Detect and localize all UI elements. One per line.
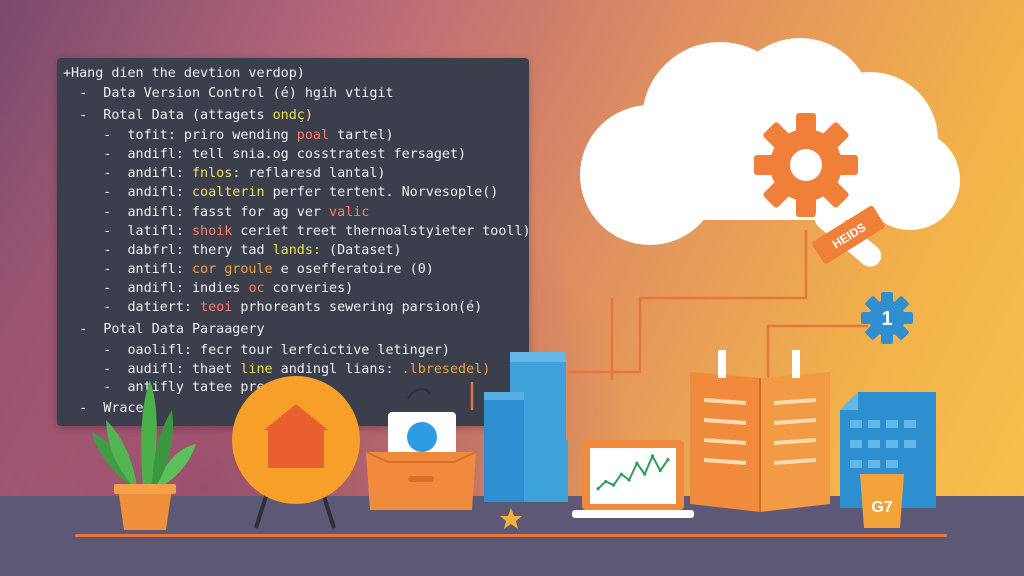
- star-icon: [500, 508, 522, 529]
- chart-point: [650, 454, 655, 458]
- code-text: - audifl: thaet: [63, 362, 241, 377]
- chart-point: [666, 458, 670, 462]
- home-icon: [232, 376, 360, 529]
- code-line: +Hang dien the devtion verdop): [63, 66, 305, 82]
- code-line: - Wrace): [63, 401, 152, 417]
- code-line: - andifl: tell snia.og cosstratest fersa…: [63, 147, 466, 163]
- code-line: - andifl: coalterin perfer tertent. Norv…: [63, 185, 498, 201]
- code-text: - datiert:: [63, 300, 201, 315]
- code-highlight: valic: [329, 205, 370, 220]
- chart-point: [635, 461, 639, 465]
- code-text: - oaolifl: fecr tour lerfcictive letinge…: [63, 343, 450, 358]
- code-text: tartel): [329, 128, 394, 143]
- code-text: - andifl:: [63, 166, 192, 181]
- code-text: - Data Version Control (é) hgih vtigit: [63, 86, 394, 101]
- laptop-icon: [572, 440, 694, 518]
- code-line: - latifl: shoik ceriet treet thernoalsty…: [63, 224, 531, 240]
- code-text: - Potal Data Paraagery: [63, 322, 265, 337]
- chart-point: [658, 468, 662, 473]
- chart-point: [611, 483, 616, 487]
- code-highlight: teoi: [200, 300, 233, 315]
- code-highlight: fnlos: [192, 166, 233, 181]
- code-text: - antifl:: [63, 262, 192, 277]
- floor-line: [75, 534, 947, 537]
- chart-point: [627, 478, 631, 482]
- code-line: - datiert: teoi prhoreants sewering pars…: [63, 300, 482, 316]
- chart-plot: [596, 453, 670, 491]
- code-panel: +Hang dien the devtion verdop) - Data Ve…: [57, 58, 531, 426]
- gear-icon: [754, 113, 858, 217]
- code-text: ceriet treet thernoalstyieter tooll): [232, 224, 531, 239]
- code-line: - Potal Data Paraagery: [63, 322, 265, 338]
- wrench-icon: HEIDS: [812, 205, 885, 267]
- code-text: - latifl:: [63, 224, 192, 239]
- chart-point: [643, 472, 647, 476]
- code-highlight: .lbresedel): [401, 362, 491, 377]
- code-text: corveries): [264, 281, 354, 296]
- code-highlight: lands:: [272, 243, 321, 258]
- code-highlight: poal: [296, 128, 330, 143]
- code-line: - tofit: priro wending poal tartel): [63, 128, 394, 144]
- code-text: +Hang dien the devtion verdop): [63, 66, 305, 81]
- code-text: - andifl: tell snia.og cosstratest fersa…: [63, 147, 467, 162]
- code-text: - andifl:: [63, 185, 192, 200]
- small-gear-icon: 1: [861, 292, 913, 344]
- bar-blocks: [484, 352, 568, 502]
- code-line: - dabfrl: thery tad lands: (Dataset): [63, 243, 402, 259]
- code-text: : reflaresd lantal): [232, 166, 386, 181]
- code-text: - andifl: fasst for ag ver: [63, 205, 330, 220]
- code-text: - andifl: indies: [63, 281, 249, 296]
- code-text: andingl lians:: [272, 362, 402, 377]
- connector-lines: [470, 230, 868, 410]
- code-highlight: oc: [248, 281, 265, 296]
- chart-point: [596, 487, 600, 491]
- code-line: - oaolifl: fecr tour lerfcictive letinge…: [63, 343, 450, 359]
- cup-icon: G7: [860, 474, 904, 528]
- chart-point: [619, 472, 623, 476]
- code-text: - dabfrl: thery tad: [63, 243, 273, 258]
- cup-label: G7: [871, 499, 892, 516]
- plant-icon: [92, 380, 196, 530]
- chart-point: [604, 479, 608, 484]
- code-text: - Wrace): [63, 401, 152, 416]
- book-icon: [690, 350, 830, 512]
- code-text: - Rotal Data (attagets: [63, 108, 273, 123]
- code-line: - Rotal Data (attagets ondç): [63, 108, 313, 124]
- code-highlight: ondç): [272, 108, 313, 123]
- code-line: - audifl: thaet line andingl lians: .lbr…: [63, 362, 490, 378]
- code-text: (Dataset): [320, 243, 402, 258]
- code-line: - antifl: cor groule e osefferatoire (0): [63, 262, 434, 278]
- code-highlight: cor groule: [192, 262, 273, 277]
- code-text: prhoreants sewering parsion(é): [232, 300, 483, 315]
- code-line: - Data Version Control (é) hgih vtigit: [63, 86, 394, 102]
- cloud-icon: [580, 38, 960, 245]
- gear-badge: 1: [881, 308, 892, 330]
- code-line: - andifl: fasst for ag ver valic: [63, 205, 369, 221]
- inbox-icon: [365, 388, 477, 510]
- code-text: - tofit: priro wending: [63, 128, 297, 143]
- code-text: perfer tertent. Norvesople(): [264, 185, 499, 200]
- chart-line: [597, 453, 669, 490]
- code-text: e osefferatoire (0): [272, 262, 434, 277]
- code-highlight: line: [240, 362, 273, 377]
- code-highlight: shoik: [192, 224, 233, 239]
- code-highlight: coalterin: [192, 185, 265, 200]
- code-line: - andifl: indies oc corveries): [63, 281, 353, 297]
- code-line: - andifl: fnlos: reflaresd lantal): [63, 166, 386, 182]
